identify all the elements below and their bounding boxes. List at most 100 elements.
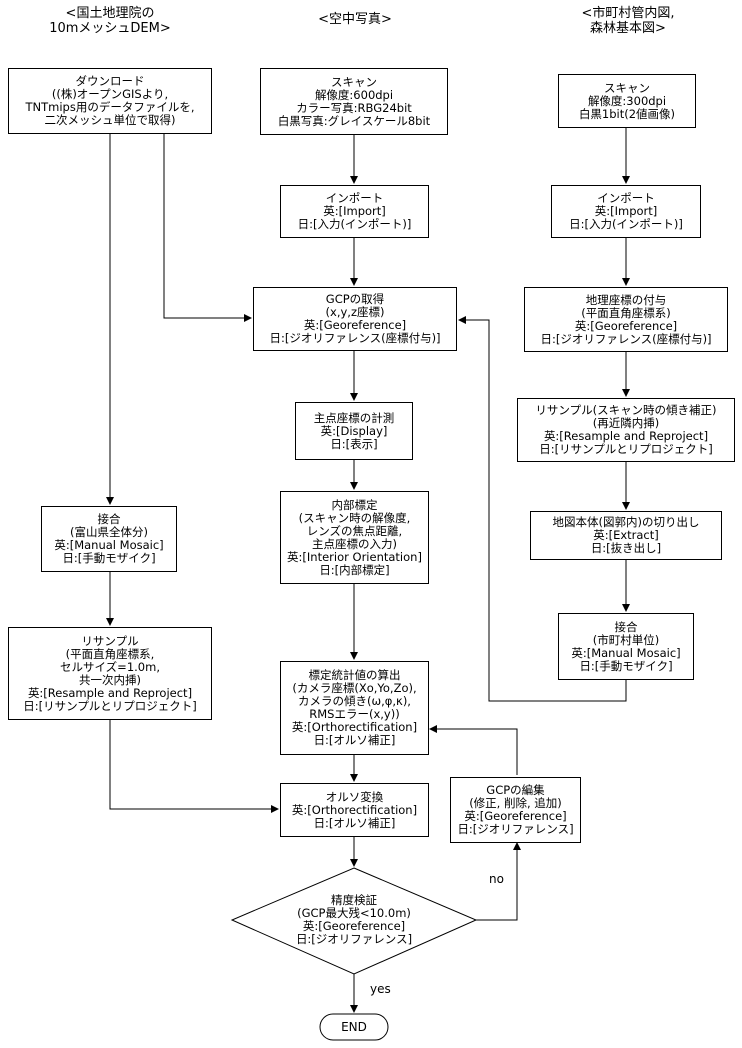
aerial-gcp-edit-box: GCPの編集 (修正, 削除, 追加) 英:[Georeference] 日:[… (450, 777, 581, 843)
box-line: (スキャン時の解像度, (298, 510, 411, 525)
box-line: 内部標定 (331, 497, 378, 512)
box-line: スキャン (604, 80, 650, 95)
box-line: 主点座標の入力) (312, 536, 397, 551)
yes-label: yes (370, 982, 391, 996)
dem-mosaic-box: 接合 (富山県全体分) 英:[Manual Mosaic] 日:[手動モザイク] (41, 506, 177, 572)
box-line: 英:[Orthorectification] (291, 720, 418, 734)
arrow-resample-to-ortho (109, 720, 279, 813)
box-line: 地理座標の付与 (585, 292, 667, 307)
box-line: 英:[Georeference] (464, 809, 567, 823)
diamond-line: 日:[ジオリファレンス] (295, 932, 413, 946)
box-line: TNTmips用のデータファイルを, (25, 100, 195, 114)
box-line: 英:[Resample and Reproject] (543, 429, 709, 443)
header-map: <市町村管内図, 森林基本図> (548, 6, 708, 36)
map-import-box: インポート 英:[Import] 日:[入力(インポート)] (551, 185, 701, 238)
header-map-line: 森林基本図> (590, 21, 666, 36)
box-line: 地図本体(図郭内)の切り出し (552, 515, 700, 529)
box-line: 日:[抜き出し] (590, 541, 662, 555)
box-line: 英:[Display] (320, 423, 388, 438)
arrow-mapmosaic-to-gcp (458, 316, 627, 702)
box-line: レンズの焦点距離, (306, 523, 403, 538)
aerial-gcp-box: GCPの取得 (x,y,z座標) 英:[Georeference] 日:[ジオリ… (253, 287, 457, 351)
box-line: 日:[入力(インポート)] (569, 217, 683, 231)
box-line: オルソ変換 (325, 789, 384, 804)
box-line: (富山県全体分) (70, 525, 148, 539)
arrow-check-no-to-edit (476, 842, 521, 921)
check-diamond (230, 867, 478, 975)
header-aerial: <空中写真> (280, 12, 430, 27)
box-line: 標定統計値の算出 (308, 668, 401, 682)
arrow-download-to-gcp (163, 134, 252, 322)
box-line: 日:[ジオリファレンス] (457, 822, 574, 836)
box-line: 共一次内挿) (79, 672, 141, 687)
box-line: 日:[内部標定] (319, 562, 390, 577)
box-line: インポート (325, 191, 384, 205)
aerial-elements-box: 標定統計値の算出 (カメラ座標(Xo,Yo,Zo), カメラの傾き(ω,φ,κ)… (280, 661, 429, 755)
box-line: 日:[ジオリファレンス(座標付与)] (269, 331, 441, 345)
map-scan-box: スキャン 解像度:300dpi 白黒1bit(2値画像) (558, 74, 696, 128)
box-line: リサンプル(スキャン時の傾き補正) (535, 403, 717, 417)
map-georef-box: 地理座標の付与 (平面直角座標系) 英:[Georeference] 日:[ジオ… (524, 287, 728, 352)
end-label: END (341, 1020, 367, 1034)
no-label: no (489, 872, 504, 886)
box-line: 英:[Georeference] (574, 318, 678, 333)
box-line: インポート (597, 191, 655, 205)
aerial-ortho-box: オルソ変換 英:[Orthorectification] 日:[オルソ補正] (280, 783, 429, 837)
box-line: セルサイズ=1.0m, (60, 659, 160, 674)
box-line: (平面直角座標系, (65, 646, 155, 661)
box-line: (修正, 削除, 追加) (469, 796, 562, 810)
map-resample-box: リサンプル(スキャン時の傾き補正) (再近隣内挿) 英:[Resample an… (517, 398, 735, 462)
box-line: 二次メッシュ単位で取得) (44, 113, 176, 127)
box-line: 日:[手動モザイク] (62, 551, 156, 565)
aerial-scan-box: スキャン 解像度:600dpi カラー写真:RBG24bit 白黒写真:グレイス… (260, 68, 448, 135)
box-line: ((株)オープンGISより, (51, 87, 169, 101)
end-terminal (319, 1013, 389, 1041)
box-line: 日:[オルソ補正] (313, 733, 396, 747)
box-line: 英:[Resample and Reproject] (27, 685, 193, 700)
diamond-line: (GCP最大残<10.0m) (297, 906, 411, 920)
check-diamond-text: 精度検証 (GCP最大残<10.0m) 英:[Georeference] 日:[… (274, 894, 434, 946)
box-line: 英:[Import] (594, 204, 658, 218)
box-line: 英:[Extract] (593, 528, 659, 542)
dem-resample-box: リサンプル (平面直角座標系, セルサイズ=1.0m, 共一次内挿) 英:[Re… (8, 627, 212, 720)
box-line: 白黒1bit(2値画像) (578, 106, 676, 121)
box-line: カラー写真:RBG24bit (296, 100, 412, 115)
header-dem-line: <国土地理院の (65, 6, 155, 21)
box-line: 英:[Manual Mosaic] (571, 645, 681, 660)
box-line: 解像度:300dpi (587, 93, 667, 108)
box-line: GCPの編集 (486, 783, 545, 797)
box-line: 日:[リサンプルとリプロジェクト] (539, 442, 713, 456)
box-line: 日:[手動モザイク] (579, 658, 673, 673)
box-line: 日:[入力(インポート)] (297, 217, 412, 231)
header-dem: <国土地理院の 10mメッシュDEM> (30, 6, 190, 36)
box-line: リサンプル (81, 633, 139, 648)
box-line: 英:[Orthorectification] (291, 802, 418, 817)
diamond-line: 精度検証 (331, 893, 377, 907)
diamond-line: 英:[Georeference] (302, 919, 406, 933)
box-line: 白黒写真:グレイスケール8bit (277, 113, 431, 128)
box-line: 日:[オルソ補正] (313, 815, 396, 830)
map-mosaic-box: 接合 (市町村単位) 英:[Manual Mosaic] 日:[手動モザイク] (558, 613, 694, 680)
box-line: スキャン (331, 74, 377, 89)
box-line: 日:[ジオリファレンス(座標付与)] (540, 331, 712, 346)
aerial-import-box: インポート 英:[Import] 日:[入力(インポート)] (280, 185, 429, 238)
box-line: 英:[Import] (323, 204, 386, 218)
box-line: ダウンロード (75, 74, 145, 88)
box-line: (カメラ座標(Xo,Yo,Zo), (292, 681, 417, 695)
box-line: 日:[表示] (330, 436, 378, 451)
box-line: GCPの取得 (325, 292, 385, 306)
box-line: RMSエラー(x,y)) (309, 707, 400, 721)
box-line: 日:[リサンプルとリプロジェクト] (23, 698, 197, 713)
header-map-line: <市町村管内図, (581, 6, 675, 21)
box-line: 英:[Interior Orientation] (287, 549, 422, 564)
box-line: (x,y,z座標) (325, 305, 385, 319)
box-line: 主点座標の計測 (313, 410, 395, 425)
dem-download-box: ダウンロード ((株)オープンGISより, TNTmips用のデータファイルを,… (8, 68, 212, 134)
box-line: 接合 (614, 619, 638, 634)
aerial-principal-box: 主点座標の計測 英:[Display] 日:[表示] (295, 402, 413, 460)
box-line: (再近隣内挿) (592, 416, 660, 430)
box-line: (平面直角座標系) (581, 305, 671, 320)
box-line: カメラの傾き(ω,φ,κ), (298, 694, 411, 708)
box-line: 解像度:600dpi (314, 87, 394, 102)
